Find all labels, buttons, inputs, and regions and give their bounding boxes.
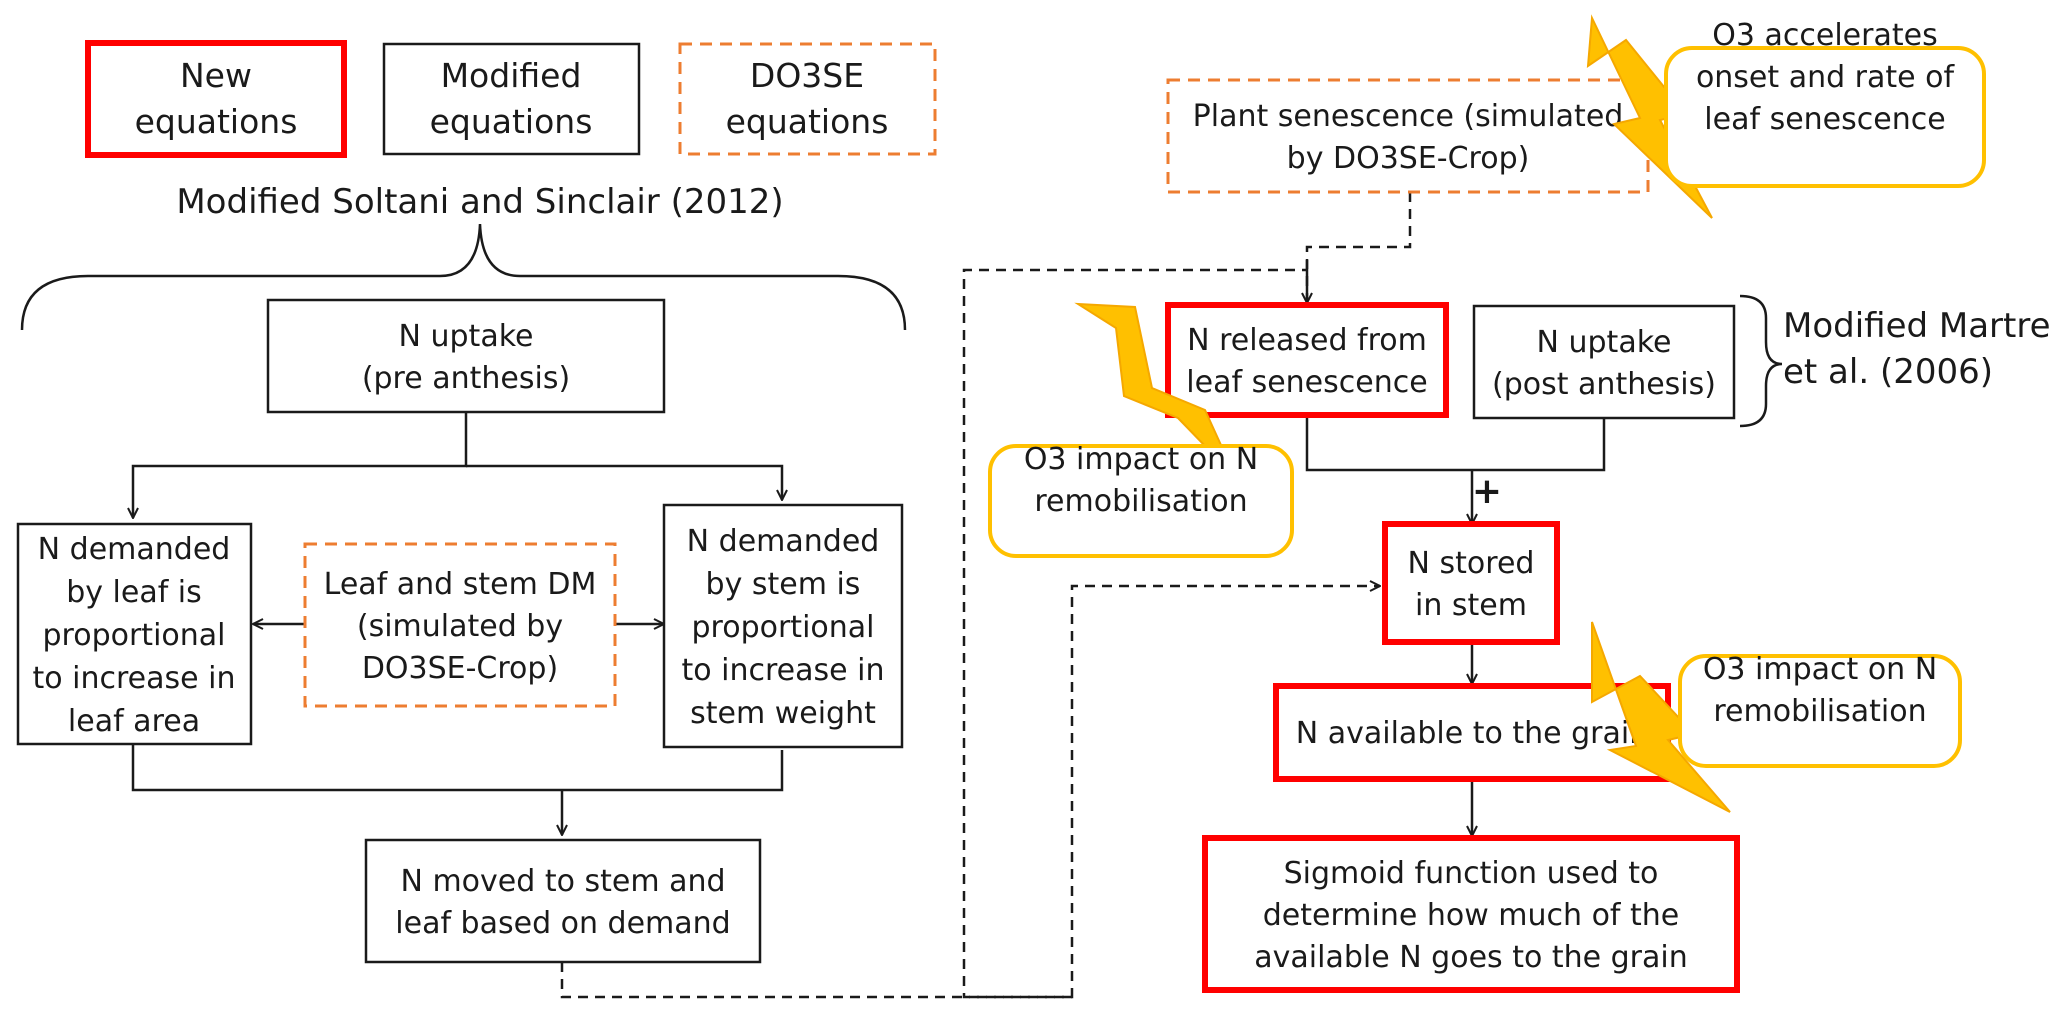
n-uptake-pre-label: N uptake(pre anthesis): [362, 319, 570, 396]
plant-senescence-box: [1166, 78, 1650, 194]
legend-new-box: [85, 40, 347, 158]
o3-remobilisation-note-left: [988, 444, 1294, 558]
n-demand-stem-box: [662, 503, 904, 749]
arrow-uptake-to-leaf: [133, 412, 468, 518]
n-stored-box: [1382, 521, 1560, 645]
n-moved-box: [364, 838, 762, 964]
n-demand-leaf-box: [16, 522, 253, 746]
dashed-return-loop: [962, 268, 1307, 999]
lightning-bolt-icon: [1591, 621, 1731, 813]
leaf-stem-dm-box: [303, 542, 617, 708]
martre-bracket: [1739, 294, 1783, 428]
legend-do3se-box: [678, 42, 937, 156]
sigmoid-box: [1202, 835, 1740, 993]
legend-modified-box: [382, 42, 641, 156]
n-uptake-post-box: [1472, 304, 1736, 420]
n-released-box: [1165, 302, 1449, 418]
dashed-senescence-to-released: [1305, 192, 1412, 300]
connectors: [20, 192, 1783, 999]
o3-senescence-note: [1664, 46, 1986, 188]
arrow-demand-to-moved: [131, 745, 784, 792]
n-uptake-pre-box: [266, 298, 666, 414]
soltani-brace: [20, 223, 907, 331]
n-available-box: [1273, 683, 1671, 782]
o3-remobilisation-note-right: [1678, 654, 1962, 768]
soltani-label: Modified Soltani and Sinclair (2012): [176, 182, 783, 222]
plus-sign: +: [1472, 471, 1502, 512]
n-uptake-post-label: N uptake(post anthesis): [1492, 325, 1716, 402]
n-available-label: N available to the grain: [1296, 716, 1648, 751]
arrow-uptake-to-stem: [466, 464, 782, 500]
line-released-merge: [1305, 416, 1606, 472]
